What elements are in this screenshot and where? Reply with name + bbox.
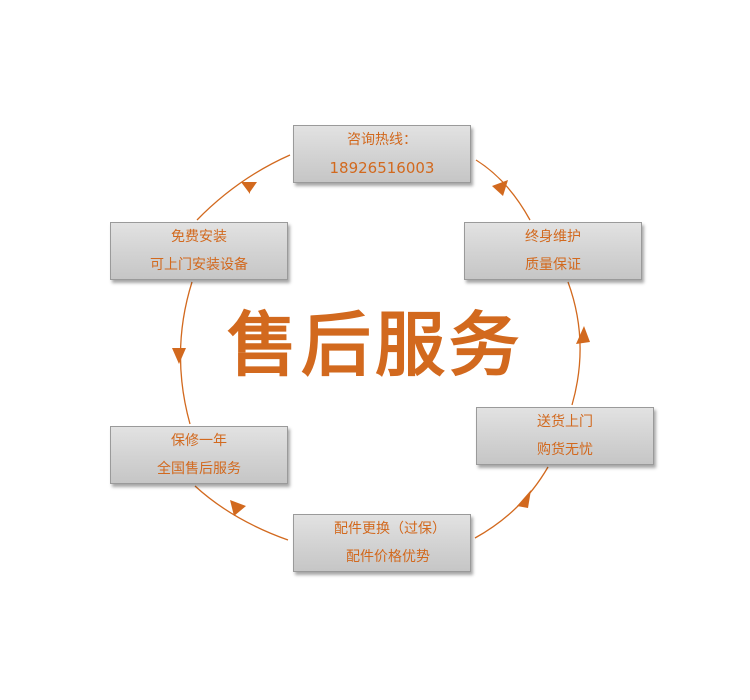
- node-install-desc: 可上门安装设备: [150, 257, 248, 273]
- node-delivery-desc: 购货无忧: [537, 442, 593, 458]
- arc-consult-to-install: [196, 154, 291, 221]
- arrow-head-4: [517, 490, 531, 508]
- node-maintain-desc: 质量保证: [525, 257, 581, 273]
- node-consult-phone: 18926516003: [329, 159, 435, 177]
- diagram-title: 售后服务: [227, 303, 523, 386]
- node-install-title: 免费安装: [171, 229, 227, 245]
- node-warranty: 保修一年 全国售后服务: [110, 426, 288, 484]
- node-parts-title: 配件更换（过保）: [334, 521, 446, 537]
- node-warranty-title: 保修一年: [171, 433, 227, 449]
- arrow-head-3: [230, 500, 246, 516]
- node-lifetime-maintenance: 终身维护 质量保证: [464, 222, 642, 280]
- arrow-head-2: [172, 348, 186, 364]
- node-free-install: 免费安装 可上门安装设备: [110, 222, 288, 280]
- node-parts-replacement: 配件更换（过保） 配件价格优势: [293, 514, 471, 572]
- node-maintain-title: 终身维护: [525, 229, 581, 245]
- node-delivery: 送货上门 购货无忧: [476, 407, 654, 465]
- node-consult-hotline: 咨询热线： 18926516003: [293, 125, 471, 183]
- arrow-head-1: [241, 182, 257, 194]
- node-warranty-desc: 全国售后服务: [157, 461, 241, 477]
- arrow-head-5: [576, 326, 590, 344]
- node-consult-label: 咨询热线：: [347, 132, 417, 148]
- arc-warranty-to-parts: [194, 485, 289, 541]
- node-parts-desc: 配件价格优势: [346, 549, 430, 565]
- arrow-head-6: [492, 180, 508, 196]
- node-delivery-title: 送货上门: [537, 414, 593, 430]
- arc-parts-to-delivery: [474, 466, 549, 539]
